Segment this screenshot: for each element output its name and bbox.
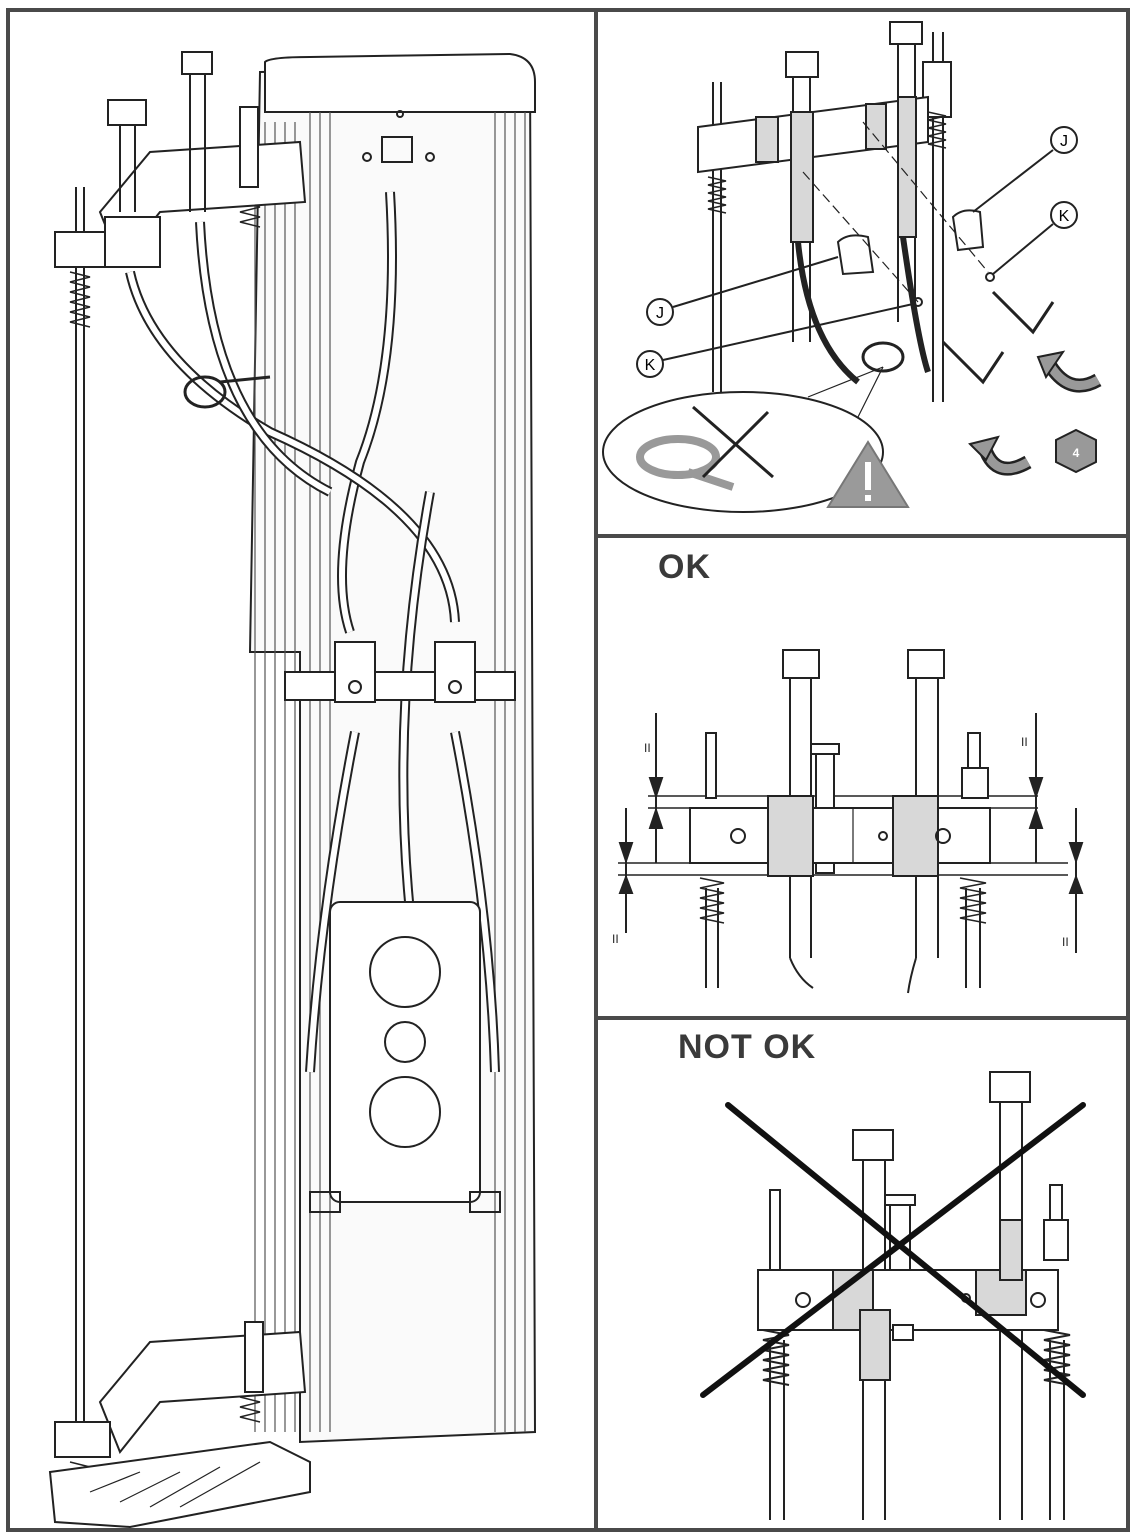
rotate-arrow-icon [1036, 350, 1102, 393]
ok-correct-fitting-drawing: II II II II [612, 649, 1084, 994]
hex-key-size: 4 [1073, 446, 1080, 460]
dimension-mark: II [1021, 735, 1028, 749]
cross-mark-icon [692, 405, 774, 479]
ok-label: OK [658, 548, 711, 586]
main-assembly-panel [6, 8, 598, 1532]
callout-j-right: J [972, 126, 1078, 213]
not-ok-incorrect-fitting-drawing [700, 1071, 1086, 1520]
not-ok-panel: NOT OK [594, 1016, 1130, 1532]
callout-j-letter: J [656, 305, 664, 322]
cable-tie-icon [636, 435, 720, 479]
dimension-mark: II [644, 741, 651, 755]
callout-j-letter: J [1060, 133, 1068, 150]
callout-k-letter: K [645, 357, 656, 374]
callout-k-letter: K [1059, 208, 1070, 225]
callout-k-right: K [992, 201, 1078, 275]
warning-triangle-icon [826, 440, 910, 508]
heater-assembly-drawing [48, 51, 537, 1528]
clip-fitting-drawing: 4 J K J [602, 21, 1102, 513]
ok-panel: OK [594, 534, 1130, 1020]
dimension-mark: II [1062, 935, 1069, 949]
dimension-mark: II [612, 932, 619, 946]
clip-fitting-panel: 4 J K J [594, 8, 1130, 538]
cross-mark-icon [700, 1102, 1086, 1398]
rotate-arrow-icon [968, 435, 1032, 476]
hex-key-icon: 4 [1055, 428, 1097, 474]
callout-j-left: J [646, 256, 839, 326]
callout-k-left: K [636, 303, 914, 378]
not-ok-label: NOT OK [678, 1028, 817, 1066]
